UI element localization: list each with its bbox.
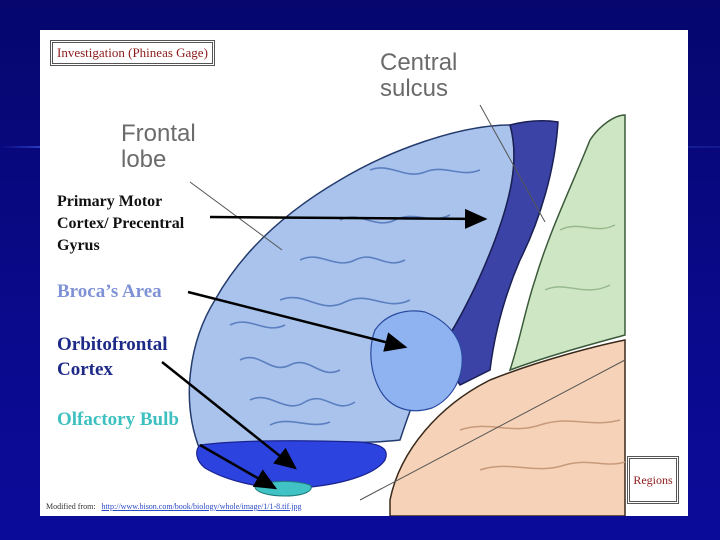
slide-canvas: Investigation (Phineas Gage) Central sul… [40, 30, 688, 516]
primary-motor-line-2: Cortex/ Precentral [57, 213, 184, 235]
broca-label: Broca’s Area [57, 280, 162, 304]
central-sulcus-line-2: sulcus [380, 76, 457, 102]
primary-motor-line-1: Primary Motor [57, 191, 184, 213]
orbitofrontal-line-1: Orbitofrontal [57, 332, 167, 357]
central-sulcus-line-1: Central [380, 50, 457, 76]
primary-motor-line-3: Gyrus [57, 235, 184, 257]
investigation-button[interactable]: Investigation (Phineas Gage) [50, 40, 215, 66]
frontal-lobe-label: Frontal lobe [121, 121, 196, 173]
frontal-lobe-line-2: lobe [121, 147, 196, 173]
credit-link[interactable]: http://www.bison.com/book/biology/whole/… [102, 502, 302, 511]
brain-diagram [40, 30, 688, 516]
frontal-lobe-line-1: Frontal [121, 121, 196, 147]
image-credit: Modified from: http://www.bison.com/book/… [46, 502, 301, 511]
primary-motor-label: Primary Motor Cortex/ Precentral Gyrus [57, 191, 184, 257]
olfactory-bulb-region [255, 481, 311, 496]
orbitofrontal-label: Orbitofrontal Cortex [57, 332, 167, 382]
orbitofrontal-line-2: Cortex [57, 357, 167, 382]
olfactory-label: Olfactory Bulb [57, 408, 179, 432]
regions-button[interactable]: Regions [627, 456, 679, 504]
central-sulcus-label: Central sulcus [380, 50, 457, 102]
credit-prefix: Modified from: [46, 502, 96, 511]
